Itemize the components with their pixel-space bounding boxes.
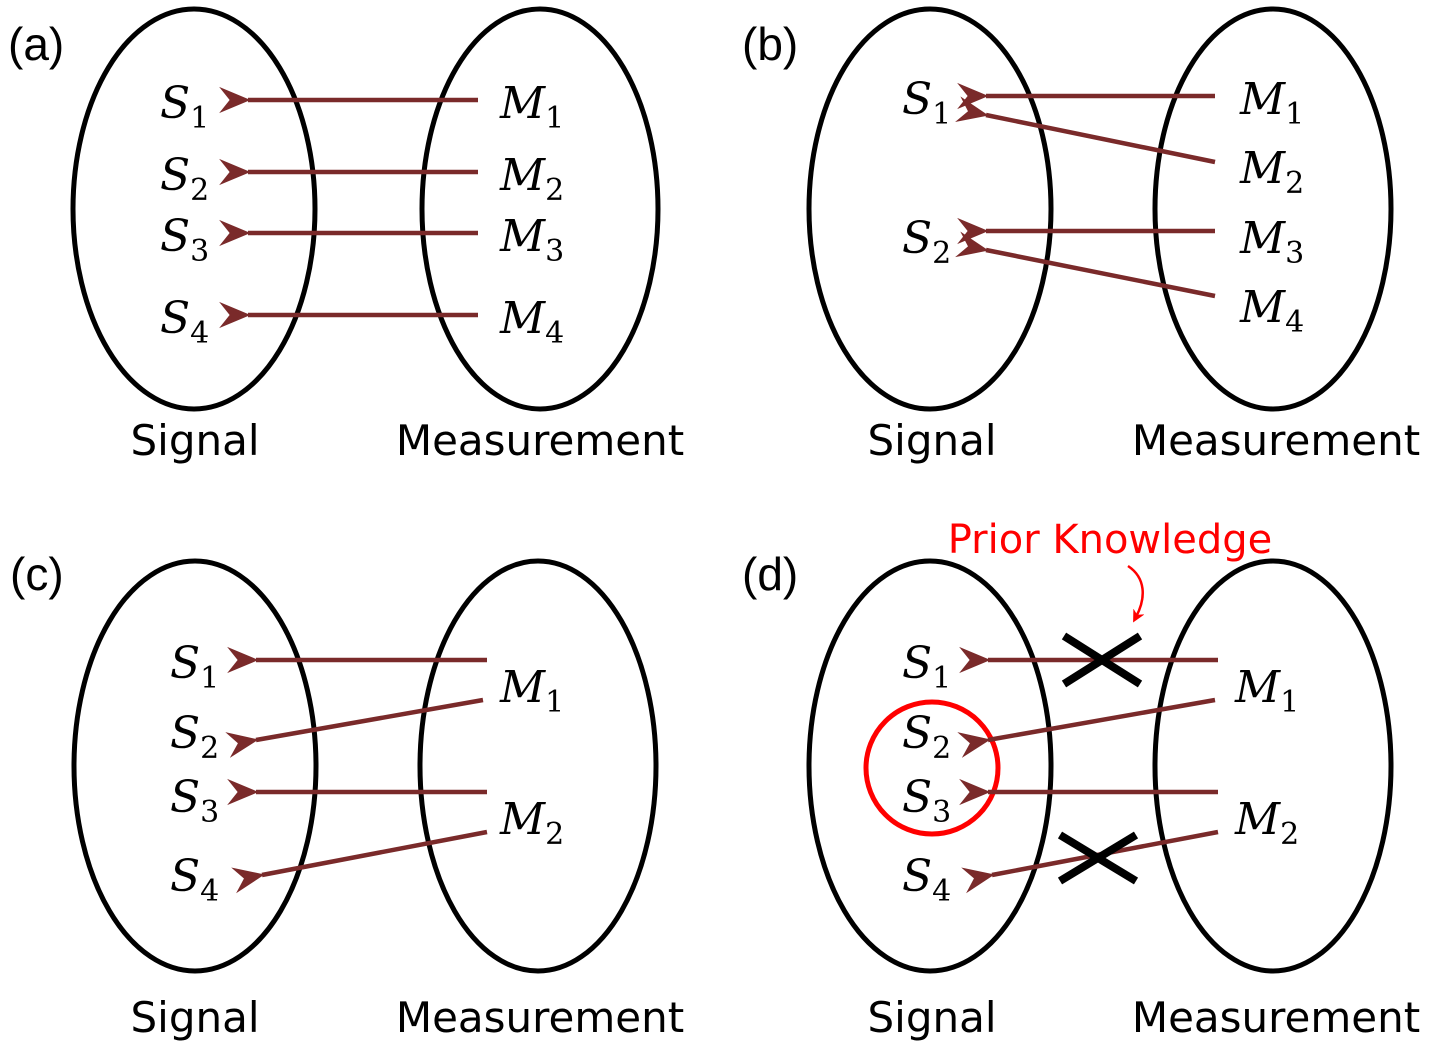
signal-s2: S2 xyxy=(170,708,219,766)
measurement-m3: M3 xyxy=(499,211,564,269)
signal-s1: S1 xyxy=(902,638,951,696)
mapping-arrow xyxy=(225,697,484,758)
signal-ellipse xyxy=(806,558,1054,974)
panel-a: (a) S1 S2 S3 S4 M1 M2 M3 M4 Signal Measu… xyxy=(8,6,684,465)
panel-label: (a) xyxy=(8,18,64,70)
panel-c: (c) S1 S2 S3 S4 M1 M2 Signal Measurement xyxy=(10,548,684,1042)
prior-knowledge-label: Prior Knowledge xyxy=(948,517,1273,563)
measurement-m1: M1 xyxy=(499,662,564,720)
signal-s3: S3 xyxy=(170,772,219,830)
measurement-m4: M4 xyxy=(1239,282,1304,340)
signal-s4: S4 xyxy=(170,851,219,909)
measurement-m2: M2 xyxy=(499,150,564,208)
measurement-m2: M2 xyxy=(1234,794,1299,852)
signal-label: Signal xyxy=(130,416,259,465)
panel-label: (c) xyxy=(10,548,64,600)
signal-s2: S2 xyxy=(160,150,209,208)
signal-s1: S1 xyxy=(170,638,219,696)
signal-s3: S3 xyxy=(902,772,951,830)
signal-label: Signal xyxy=(867,993,996,1042)
measurement-m4: M4 xyxy=(499,293,564,351)
panel-b: (b) S1 S2 M1 M2 M3 M4 Signal Measurement xyxy=(742,6,1420,465)
measurement-m3: M3 xyxy=(1239,213,1304,271)
signal-s3: S3 xyxy=(160,211,209,269)
signal-label: Signal xyxy=(130,993,259,1042)
mapping-arrow xyxy=(231,829,488,894)
measurement-m2: M2 xyxy=(499,794,564,852)
panel-label: (b) xyxy=(742,18,798,70)
signal-s2: S2 xyxy=(902,708,951,766)
measurement-label: Measurement xyxy=(1132,416,1420,465)
measurement-m1: M1 xyxy=(499,78,564,136)
measurement-ellipse xyxy=(419,6,661,412)
prior-knowledge-pointer xyxy=(1127,564,1145,623)
measurement-label: Measurement xyxy=(396,416,684,465)
prior-knowledge-circle xyxy=(863,699,1001,837)
measurement-m2: M2 xyxy=(1239,143,1304,201)
mapping-arrow xyxy=(955,96,1216,165)
cross-mark xyxy=(1061,632,1143,688)
cross-mark xyxy=(1057,831,1139,885)
signal-ellipse xyxy=(806,6,1054,412)
signal-s1: S1 xyxy=(902,74,951,132)
measurement-m1: M1 xyxy=(1234,662,1299,720)
signal-s2: S2 xyxy=(902,213,951,271)
signal-label: Signal xyxy=(867,416,996,465)
signal-s1: S1 xyxy=(160,78,209,136)
signal-ellipse xyxy=(71,558,319,974)
mapping-arrow xyxy=(955,231,1216,299)
measurement-ellipse xyxy=(1152,558,1394,974)
signal-ellipse xyxy=(70,6,318,412)
mapping-arrow xyxy=(957,697,1216,758)
panel-d: (d) Prior Knowledge S1 S2 S3 S4 M1 M2 Si… xyxy=(742,517,1420,1042)
measurement-label: Measurement xyxy=(1132,993,1420,1042)
panel-label: (d) xyxy=(742,548,798,600)
measurement-m1: M1 xyxy=(1239,74,1304,132)
measurement-label: Measurement xyxy=(396,993,684,1042)
measurement-ellipse xyxy=(417,558,659,974)
signal-s4: S4 xyxy=(902,851,951,909)
signal-s4: S4 xyxy=(160,293,209,351)
measurement-ellipse xyxy=(1152,6,1394,412)
